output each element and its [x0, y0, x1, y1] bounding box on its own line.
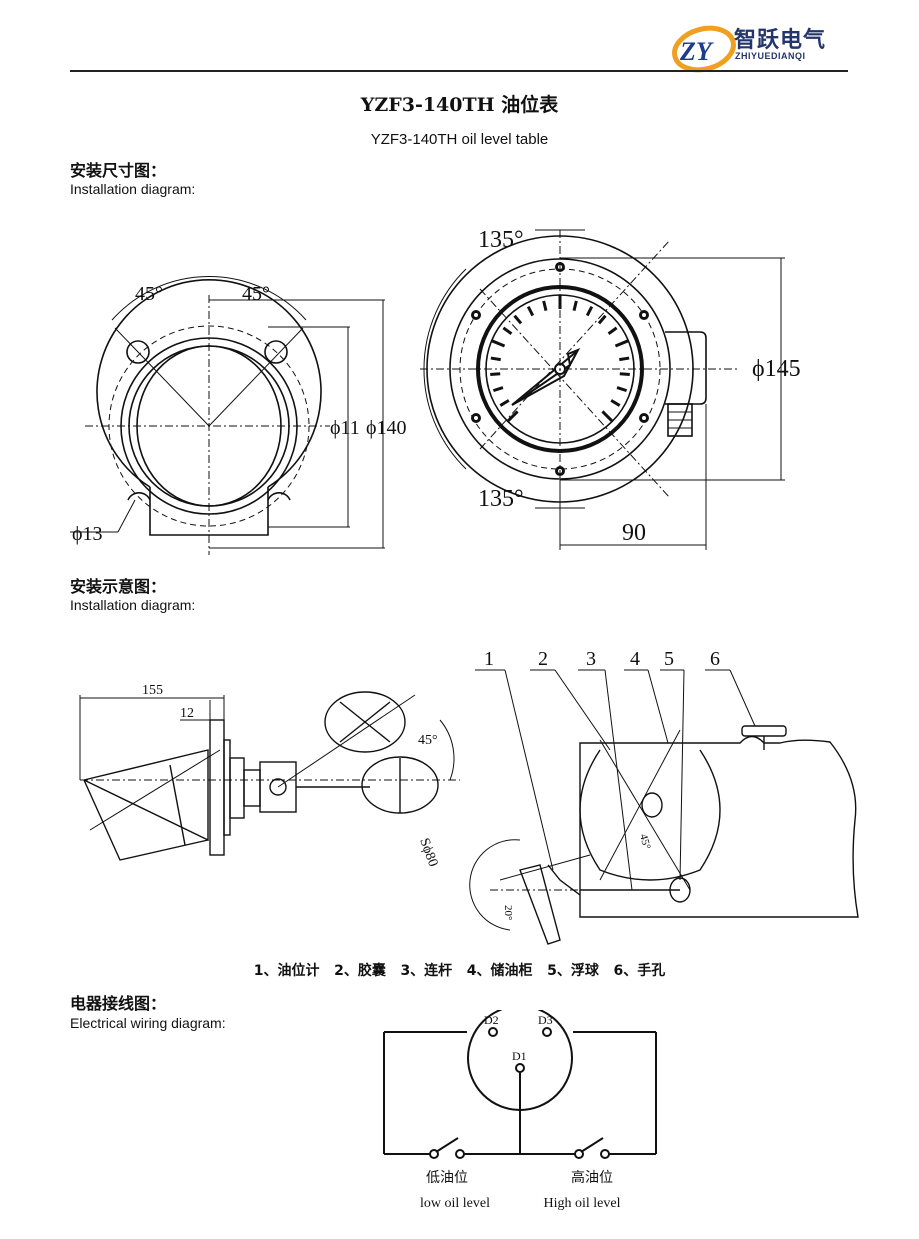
brand-name-en: ZHIYUEDIANQI [735, 51, 806, 61]
gauge-tick [616, 386, 628, 393]
gauge-tick [491, 339, 506, 348]
callout-2: 2 [538, 648, 548, 670]
dim-angle-135-top: 135° [478, 227, 524, 253]
low-level-label-cn: 低油位 [426, 1170, 468, 1186]
section-subheading-dimensions: Installation diagram: [70, 181, 196, 197]
page-subtitle: YZF3-140TH oil level table [370, 131, 549, 148]
gauge-tick [506, 410, 519, 423]
section-heading-install: 安装示意图： [70, 577, 167, 596]
gauge-tick [610, 399, 621, 407]
zhiyue-logo: ZY [672, 25, 736, 73]
page-title: YZF3-140TH 油位表 [360, 94, 559, 116]
gauge-tick [597, 314, 607, 325]
gauge-tick [542, 300, 548, 312]
parts-legend: 1、油位计 2、胶囊 3、连杆 4、储油柜 5、浮球 6、手孔 [253, 963, 666, 979]
gauge-tick [607, 326, 618, 335]
svg-text:ZY: ZY [679, 37, 714, 66]
dim-angle-45: 45° [418, 733, 438, 748]
dim-phi-11: ϕ11 [330, 417, 360, 439]
gauge-tick [502, 326, 513, 335]
dim-angle-right: 45° [242, 283, 270, 305]
terminal-d3: D3 [538, 1013, 553, 1027]
gauge-tick [513, 314, 523, 325]
gauge-tick [492, 386, 504, 393]
gauge-tick [490, 356, 501, 362]
dim-phi-140: ϕ140 [366, 417, 407, 439]
dim-angle-left: 45° [135, 283, 163, 305]
low-level-label-en: low oil level [420, 1196, 490, 1211]
section-subheading-install: Installation diagram: [70, 597, 196, 613]
gauge-tick [499, 399, 510, 407]
dim-phi-145: ϕ145 [752, 356, 801, 382]
callout-6: 6 [710, 648, 720, 670]
section-heading-dimensions: 安装尺寸图： [70, 161, 167, 180]
gauge-tick [572, 300, 578, 312]
callout-1: 1 [484, 648, 494, 670]
brand-name-cn: 智跃电气 [734, 28, 827, 53]
dim-angle-20: 20° [502, 905, 514, 920]
section-heading-wiring: 电器接线图： [70, 994, 167, 1013]
header-divider [70, 70, 848, 72]
dim-angle-135-bottom: 135° [478, 486, 524, 512]
callout-5: 5 [664, 648, 674, 670]
high-level-label-en: High oil level [544, 1196, 621, 1211]
gauge-tick [614, 339, 629, 348]
high-level-label-cn: 高油位 [571, 1169, 613, 1186]
wiring-diagram: D2 D3 D1 低油位 low oil level 高油位 High oil … [383, 1010, 657, 1211]
terminal-d2: D2 [484, 1013, 499, 1027]
dim-width-90: 90 [622, 520, 646, 546]
section-subheading-wiring: Electrical wiring diagram: [70, 1015, 226, 1031]
gauge-tick [526, 305, 535, 317]
gauge-tick [490, 372, 501, 376]
callout-3: 3 [586, 648, 596, 670]
dim-12: 12 [180, 706, 194, 721]
terminal-d1: D1 [512, 1049, 527, 1063]
gauge-tick [619, 356, 630, 362]
dimension-drawing: 45° 45° ϕ11 ϕ140 ϕ13 135° 135° ϕ145 90 [70, 227, 801, 555]
gauge-tick [601, 410, 614, 423]
callout-4: 4 [630, 648, 640, 670]
gauge-tick [619, 372, 630, 376]
gauge-tick [585, 305, 594, 317]
dim-hole-phi-13: ϕ13 [72, 523, 103, 545]
dim-155: 155 [142, 683, 163, 698]
dim-angle-45b: 45° [637, 833, 653, 851]
installation-drawing: 155 12 45° Sϕ80 45° 20° 1 2 3 4 5 6 [79, 648, 859, 945]
dim-float-ball: Sϕ80 [416, 836, 440, 869]
